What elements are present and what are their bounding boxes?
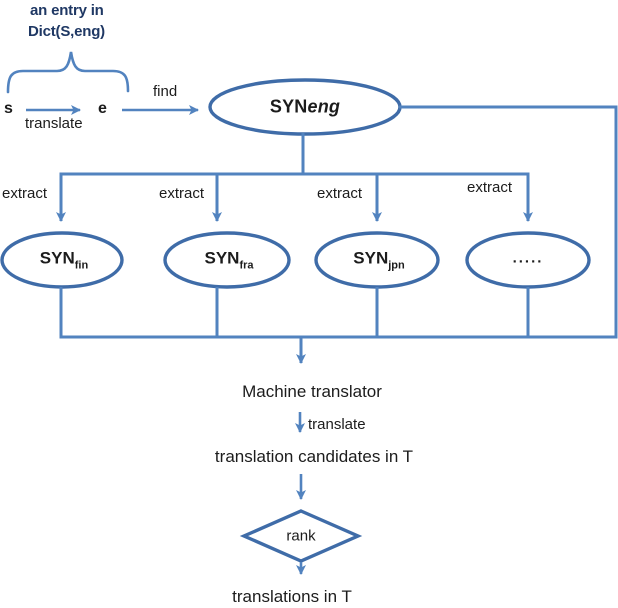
candidates-label: translation candidates in T	[214, 447, 414, 466]
ellipse-syn-fra	[163, 231, 291, 289]
extract-label-4: extract	[467, 179, 513, 196]
target-word: e	[98, 100, 107, 117]
rank-label: rank	[286, 527, 316, 545]
syn-dots-label: .....	[512, 249, 544, 267]
rank-diamond	[239, 509, 363, 563]
extract-label-2: extract	[159, 185, 205, 202]
find-edge-label: find	[153, 83, 178, 100]
result-label: translations in T	[232, 587, 352, 606]
translate-edge-label: translate	[25, 115, 83, 132]
syn-jpn-base: SYN	[353, 248, 389, 268]
syn-jpn-sub: jpn	[388, 259, 405, 272]
syn-eng-lang: eng	[307, 96, 341, 117]
translate-step-label: translate	[308, 416, 366, 433]
syn-fra-base: SYN	[204, 248, 240, 268]
feedback-line	[399, 105, 618, 339]
machine-translator-label: Machine translator	[242, 382, 382, 401]
syn-eng-base: SYN	[269, 96, 308, 117]
source-word: s	[4, 100, 13, 117]
syn-fin-sub: fin	[74, 259, 89, 272]
extract-label-1: extract	[2, 185, 48, 202]
syn-jpn-label: SYNjpn	[353, 249, 404, 272]
syn-fin-base: SYN	[39, 248, 75, 268]
syn-eng-label: SYNeng	[270, 97, 340, 118]
overbrace	[6, 51, 130, 94]
syn-fra-label: SYNfra	[204, 249, 253, 272]
syn-fin-label: SYNfin	[40, 249, 88, 272]
extract-label-3: extract	[317, 185, 363, 202]
syn-fra-sub: fra	[239, 259, 254, 272]
dict-caption-line2: Dict(S,eng)	[28, 23, 105, 40]
dict-caption-line1: an entry in	[30, 2, 104, 19]
